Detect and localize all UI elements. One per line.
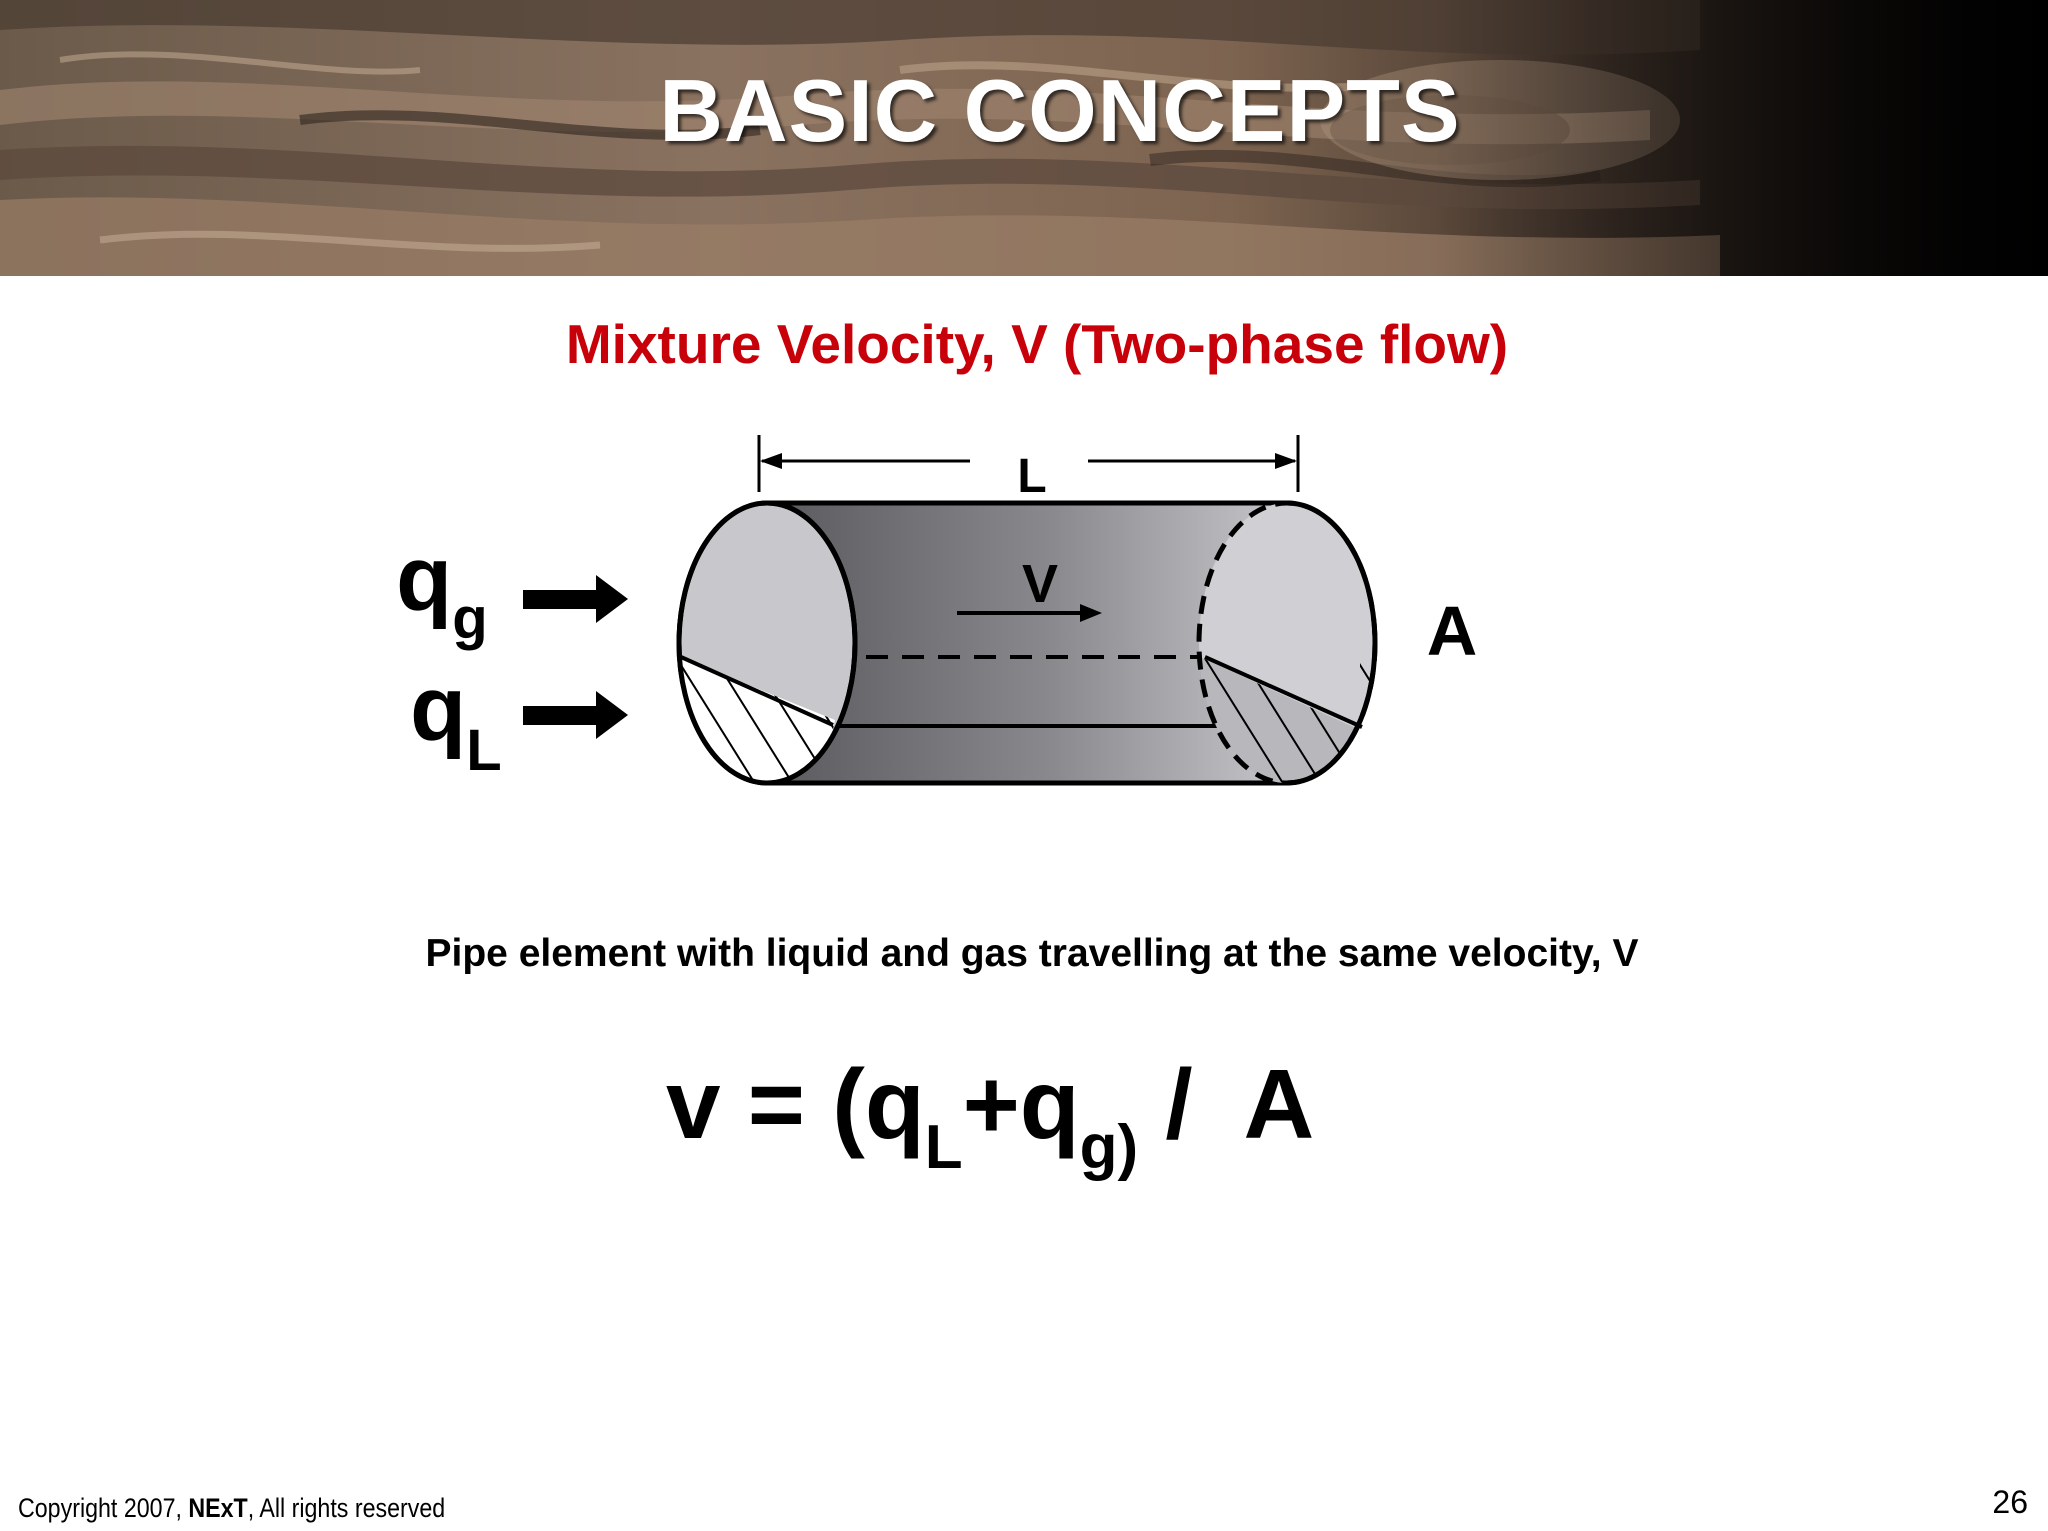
slide-title: BASIC CONCEPTS: [659, 61, 1461, 160]
brand-logo-text: NExT: [188, 1493, 248, 1523]
copyright-notice: Copyright 2007, NExT, All rights reserve…: [18, 1493, 446, 1523]
liquid-flow-label: qL: [410, 658, 502, 783]
gas-flow-label: qg: [396, 528, 488, 651]
velocity-arrow: [957, 604, 1102, 622]
area-label: A: [1427, 592, 1478, 670]
mixture-velocity-formula: v = (qL+qg) / A: [666, 1049, 1315, 1182]
liquid-inlet-arrow: [523, 691, 628, 739]
length-dimension: [757, 435, 1300, 492]
gas-inlet-arrow: [523, 575, 628, 623]
length-label: L: [1017, 450, 1046, 503]
pipe-outlet-end: [1196, 500, 1378, 786]
rock-texture-image: [0, 0, 2048, 276]
page-number: 26: [1992, 1484, 2028, 1520]
diagram-caption: Pipe element with liquid and gas travell…: [425, 932, 1639, 975]
velocity-label: V: [1022, 554, 1058, 614]
pipe-inlet-end: [676, 500, 858, 786]
slide-subtitle: Mixture Velocity, V (Two-phase flow): [565, 313, 1509, 375]
header-banner: [0, 0, 2048, 276]
